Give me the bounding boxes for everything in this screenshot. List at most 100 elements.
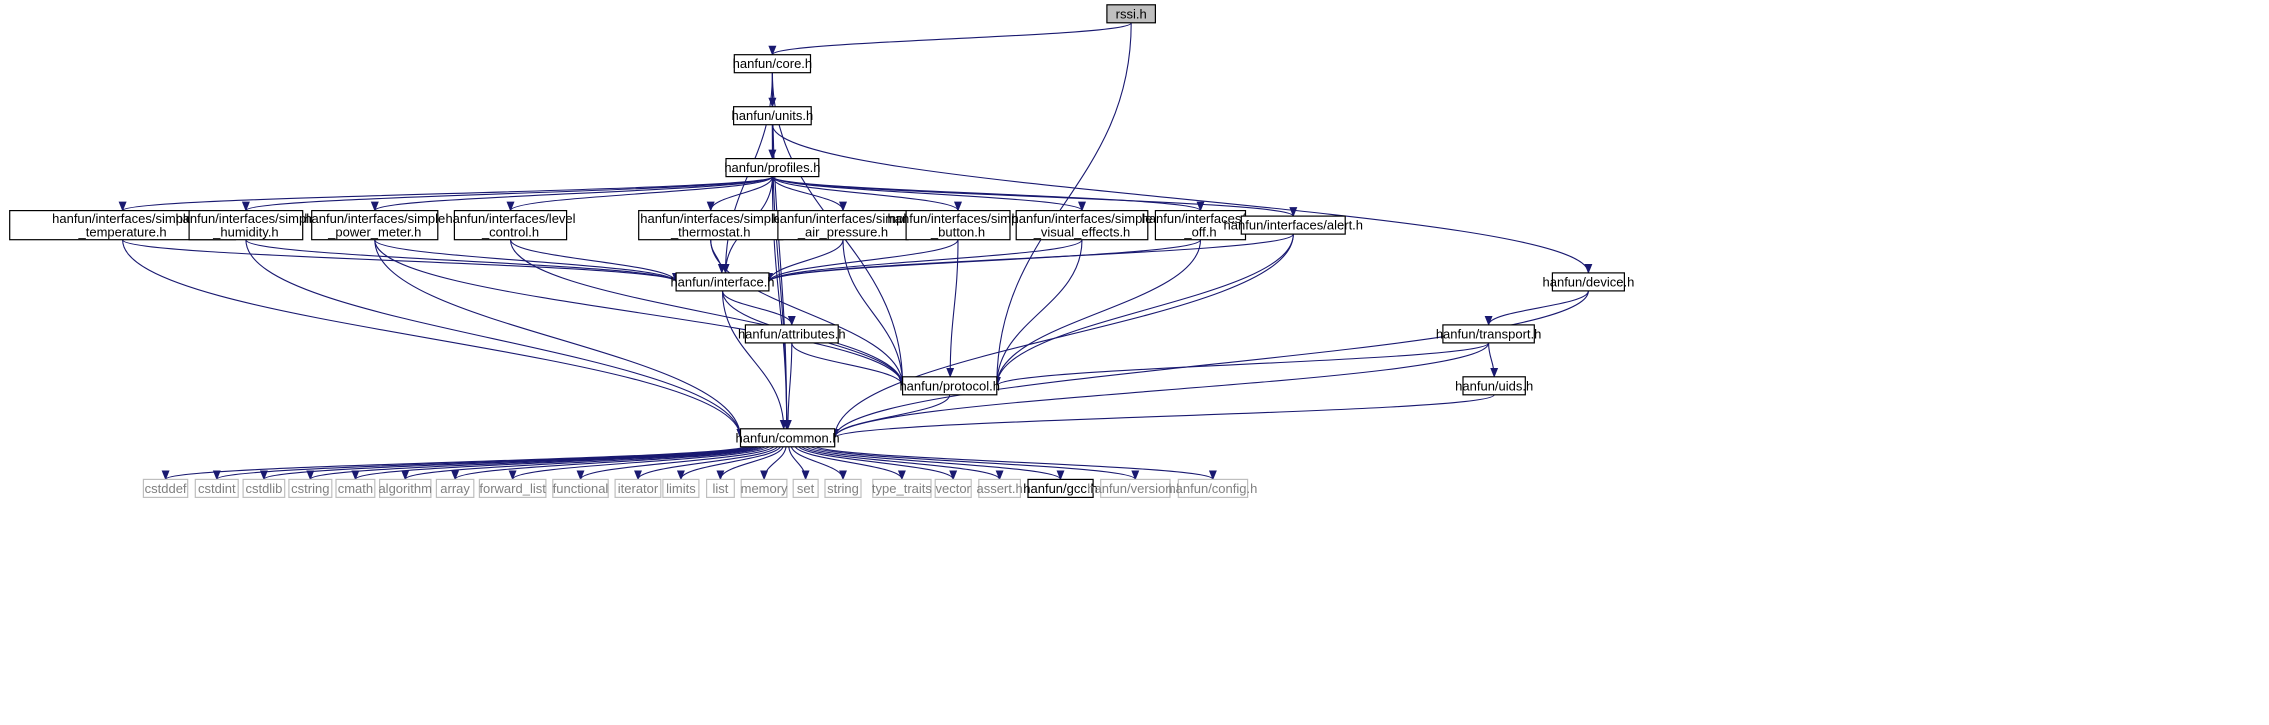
edge-power-to-protocol <box>374 239 907 387</box>
edge-common-to-forward-list <box>508 444 772 481</box>
edge-line <box>830 290 1589 439</box>
edge-common-to-cmath <box>351 444 762 481</box>
node-memory: memory <box>740 478 788 498</box>
node-box <box>1240 215 1346 235</box>
node-box <box>335 478 376 498</box>
edge-button-to-protocol <box>946 239 959 378</box>
edge-line <box>765 233 1294 283</box>
edge-units-to-device <box>771 124 1593 274</box>
node-label: assert.h <box>976 481 1022 496</box>
node-common[interactable]: hanfun/common.h <box>736 428 840 448</box>
node-uids[interactable]: hanfun/uids.h <box>1455 376 1533 396</box>
edge-line <box>451 444 769 481</box>
node-label: cstdlib <box>245 481 282 496</box>
node-label: _off.h <box>1183 224 1216 239</box>
node-box <box>435 478 475 498</box>
edge-button-to-iface <box>764 239 959 283</box>
edge-line <box>371 176 773 212</box>
node-power[interactable]: hanfun/interfaces/simple_power_meter.h <box>304 210 445 241</box>
node-label: hanfun/version.h <box>1087 481 1183 496</box>
edge-line <box>771 124 1593 274</box>
node-hum[interactable]: hanfun/interfaces/simple_humidity.h <box>175 210 316 241</box>
node-label: _air_pressure.h <box>797 224 888 239</box>
edge-line <box>1488 342 1499 378</box>
node-label: iterator <box>618 481 659 496</box>
node-air[interactable]: hanfun/interfaces/simple_air_pressure.h <box>773 210 914 241</box>
node-label: _thermostat.h <box>670 224 751 239</box>
node-box <box>901 376 998 396</box>
node-box <box>725 158 820 178</box>
edge-rssi-to-core <box>768 22 1132 56</box>
node-units[interactable]: hanfun/units.h <box>732 106 814 126</box>
node-box <box>744 324 839 344</box>
node-box <box>194 478 239 498</box>
edge-line <box>401 444 766 481</box>
node-label: hanfun/interfaces/simple <box>175 211 316 226</box>
edge-line <box>760 444 787 481</box>
node-box <box>379 478 432 498</box>
edge-line <box>799 444 1004 481</box>
edge-profiles-to-onoff <box>771 176 1205 212</box>
node-box <box>1106 4 1157 24</box>
node-rssi[interactable]: rssi.h <box>1106 4 1157 24</box>
node-config: hanfun/config.h <box>1168 478 1257 498</box>
edge-line <box>830 234 1294 439</box>
edge-line <box>721 290 796 326</box>
edge-common-to-set <box>788 444 810 481</box>
node-visual[interactable]: hanfun/interfaces/simple_visual_effects.… <box>1012 210 1153 241</box>
node-level[interactable]: hanfun/interfaces/level_control.h <box>445 210 576 241</box>
edge-common-to-iterator <box>634 444 780 481</box>
edge-common-to-cstdint <box>213 444 754 481</box>
edge-layer <box>118 22 1593 481</box>
node-gcc[interactable]: hanfun/gcc.h <box>1023 478 1098 498</box>
node-transport[interactable]: hanfun/transport.h <box>1436 324 1542 344</box>
node-attrs[interactable]: hanfun/attributes.h <box>738 324 846 344</box>
node-device[interactable]: hanfun/device.h <box>1543 272 1635 292</box>
edge-common-to-type-traits <box>793 444 906 481</box>
node-box <box>905 210 1011 241</box>
node-button[interactable]: hanfun/interfaces/simple_button.h <box>888 210 1029 241</box>
edge-visual-to-iface <box>765 239 1083 283</box>
edge-transport-to-uids <box>1488 342 1499 378</box>
node-limits: limits <box>662 478 700 498</box>
node-label: hanfun/interfaces/simple <box>1012 211 1153 226</box>
edge-line <box>771 176 1298 218</box>
edge-profiles-to-hum <box>242 176 773 212</box>
edge-common-to-array <box>451 444 769 481</box>
node-label: cmath <box>338 481 373 496</box>
edge-profiles-to-thermo <box>706 176 773 212</box>
node-version: hanfun/version.h <box>1087 478 1183 498</box>
node-core[interactable]: hanfun/core.h <box>733 54 813 74</box>
node-box <box>478 478 547 498</box>
node-label: string <box>827 481 859 496</box>
edge-line <box>793 444 906 481</box>
node-box <box>934 478 972 498</box>
node-label: _visual_effects.h <box>1033 224 1131 239</box>
edge-uids-to-common <box>831 394 1495 439</box>
node-label: _power_meter.h <box>327 224 421 239</box>
node-profiles[interactable]: hanfun/profiles.h <box>724 158 820 178</box>
node-onoff[interactable]: hanfun/interfaces/on_off.h <box>1142 210 1260 241</box>
edge-line <box>791 342 907 387</box>
edge-line <box>797 444 958 481</box>
node-label: hanfun/profiles.h <box>724 160 820 175</box>
node-label: hanfun/gcc.h <box>1023 481 1097 496</box>
node-cstddef: cstddef <box>142 478 189 498</box>
edge-line <box>808 444 1140 481</box>
edge-line <box>245 239 680 283</box>
edge-profiles-to-button <box>771 176 962 212</box>
node-protocol[interactable]: hanfun/protocol.h <box>899 376 1000 396</box>
node-iface[interactable]: hanfun/interface.h <box>670 272 775 292</box>
node-thermo[interactable]: hanfun/interfaces/simple_thermostat.h <box>638 210 784 241</box>
edge-visual-to-protocol <box>992 239 1083 387</box>
edge-common-to-config <box>812 444 1217 481</box>
edge-line <box>374 239 907 387</box>
edge-temp-to-common <box>122 239 745 439</box>
node-alert[interactable]: hanfun/interfaces/alert.h <box>1224 215 1363 235</box>
edge-line <box>122 239 745 439</box>
node-box <box>705 478 735 498</box>
edge-line <box>992 234 1294 387</box>
edge-alert-to-iface <box>765 233 1294 283</box>
edge-line <box>351 444 762 481</box>
